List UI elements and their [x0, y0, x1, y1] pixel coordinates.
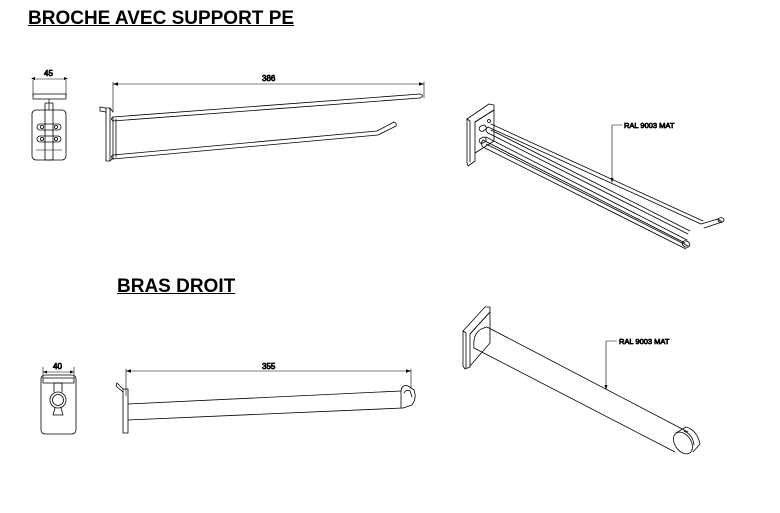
dim-length-broche: 386	[262, 74, 276, 83]
section-title-broche: BROCHE AVEC SUPPORT PE	[28, 8, 295, 29]
bras-front-view	[40, 366, 77, 435]
callout-leader-bras	[604, 340, 618, 390]
broche-side-view	[99, 81, 425, 162]
broche-front-view	[31, 77, 68, 161]
callout-leader-broche	[610, 124, 623, 183]
dim-length-bras: 355	[262, 362, 276, 371]
callout-ral-bras: RAL 9003 MAT	[619, 337, 670, 346]
bras-side-view	[115, 368, 416, 434]
callout-ral-broche: RAL 9003 MAT	[624, 121, 675, 130]
section-title-bras-droit: BRAS DROIT	[117, 276, 236, 297]
dim-width-bras: 40	[53, 362, 62, 371]
dim-width-broche: 45	[44, 69, 53, 78]
broche-iso-view	[466, 103, 725, 250]
bras-iso-view	[462, 306, 701, 455]
